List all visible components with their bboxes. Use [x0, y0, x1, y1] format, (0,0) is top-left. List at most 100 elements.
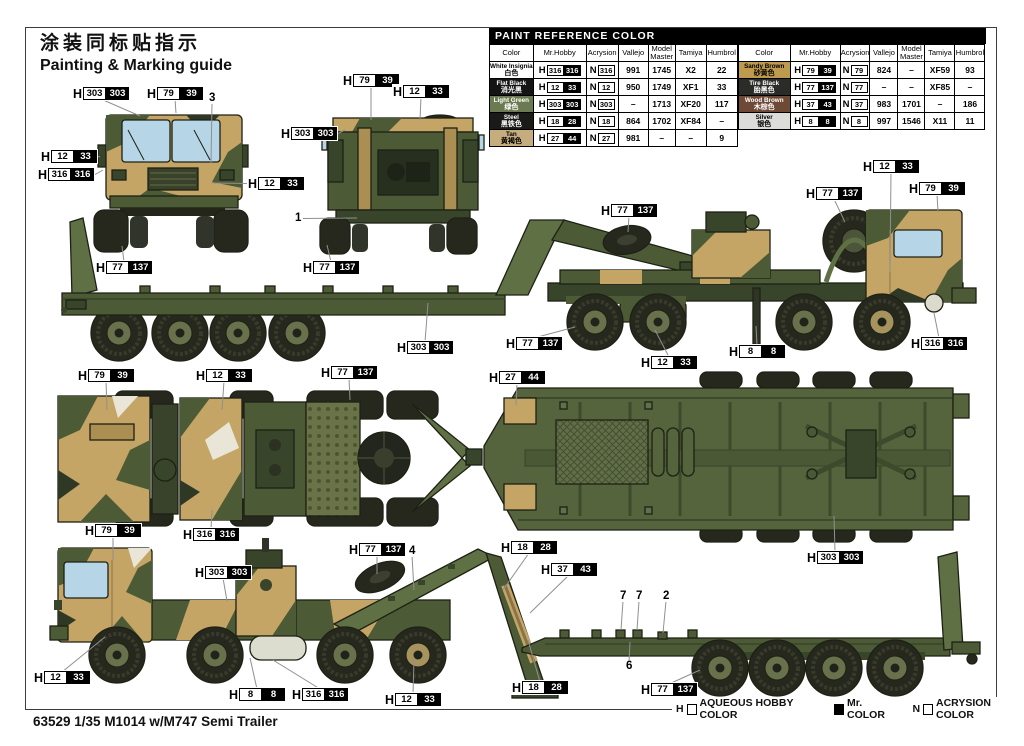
color-name-en: Silver: [755, 114, 773, 121]
aqueous-number-box: 12: [597, 81, 615, 93]
leader-line: [668, 669, 701, 685]
tractor-side-view-left: [49, 538, 559, 699]
paint-value-cell: 1702: [647, 112, 676, 130]
legend-item: N ACRYSION COLOR: [913, 697, 1021, 721]
paint-value-cell: 1745: [647, 61, 676, 79]
paint-value-cell: 824: [869, 61, 899, 79]
leader-line: [174, 98, 177, 114]
leader-line: [100, 98, 141, 117]
paint-value-cell: –: [897, 61, 926, 79]
aqueous-number-box: 37: [802, 98, 820, 110]
aqueous-number-box: 37: [850, 98, 868, 110]
product-code: 63529 1/35 M1014 w/M747 Semi Trailer: [33, 714, 278, 729]
paint-col-header: Humbrol: [954, 44, 986, 62]
leader-line: [121, 245, 125, 263]
aqueous-number-box: 27: [546, 132, 564, 144]
paint-value-cell: 997: [869, 112, 899, 130]
leader-line: [97, 156, 101, 158]
color-name-cn: 砂黄色: [753, 70, 775, 77]
paint-value-cell: XF20: [674, 95, 707, 113]
color-prefix: H: [794, 98, 802, 110]
color-name-cn: 银色: [757, 121, 772, 128]
mr-color-number-box: 316: [563, 64, 581, 76]
legend-prefix: N: [912, 703, 921, 715]
leader-line: [326, 244, 332, 263]
aqueous-number-box: 8: [802, 115, 820, 127]
paint-value-cell: 93: [954, 61, 986, 79]
leader-line: [933, 312, 940, 339]
paint-col-header: Acrysion: [585, 44, 619, 62]
paint-value-cell: –: [954, 78, 986, 96]
aqueous-number-box: 77: [850, 81, 868, 93]
paint-value-cell: X2: [674, 61, 707, 79]
paint-value-cell: XF1: [674, 78, 707, 96]
legend-item: Mr. COLOR: [834, 697, 896, 721]
paint-value-cell: 981: [617, 129, 649, 147]
white-box-icon: [686, 703, 697, 715]
leader-line: [222, 577, 228, 602]
paint-value-cell: 117: [705, 95, 738, 113]
aqueous-number-box: 303: [597, 98, 615, 110]
paint-value-cell: XF84: [674, 112, 707, 130]
sheet-border-frame: [25, 27, 997, 710]
paint-value-cell: 983: [869, 95, 899, 113]
leader-line: [424, 302, 429, 343]
paint-col-header: Vallejo: [869, 44, 899, 62]
leader-line: [210, 102, 213, 164]
leader-line: [249, 657, 258, 690]
legend-label: ACRYSION COLOR: [935, 697, 992, 721]
paint-col-header: Color: [489, 44, 534, 62]
color-prefix: H: [794, 64, 802, 76]
paint-col-header: Humbrol: [705, 44, 738, 62]
paint-value-cell: 864: [617, 112, 649, 130]
leader-line: [105, 380, 108, 411]
paint-value-cell: 186: [954, 95, 986, 113]
mr-color-number-box: 137: [819, 81, 837, 93]
aqueous-number-box: 77: [802, 81, 820, 93]
aqueous-number-box: 8: [850, 115, 868, 127]
aqueous-number-box: 18: [597, 115, 615, 127]
legend-label: Mr. COLOR: [846, 697, 885, 721]
paint-value-cell: –: [924, 95, 956, 113]
mr-color-number-box: 8: [819, 115, 837, 127]
trailer-side-view-rear: [521, 551, 981, 698]
truck-rear-view: [319, 114, 485, 255]
paint-value-cell: –: [674, 129, 707, 147]
leader-line: [337, 129, 346, 134]
leader-line: [833, 515, 836, 553]
leader-line: [94, 169, 104, 175]
spare-tire-gooseneck: [602, 224, 652, 256]
leader-line: [221, 380, 225, 411]
aqueous-number-box: 316: [546, 64, 564, 76]
color-name-en: White Insignia: [490, 63, 533, 70]
color-name-en: Steel: [503, 114, 519, 121]
leader-line: [211, 182, 248, 184]
paint-col-header: Mr.Hobby: [789, 44, 841, 62]
color-name-cn: 白色: [504, 70, 519, 77]
leader-line: [755, 325, 758, 347]
aqueous-number-box: 79: [802, 64, 820, 76]
